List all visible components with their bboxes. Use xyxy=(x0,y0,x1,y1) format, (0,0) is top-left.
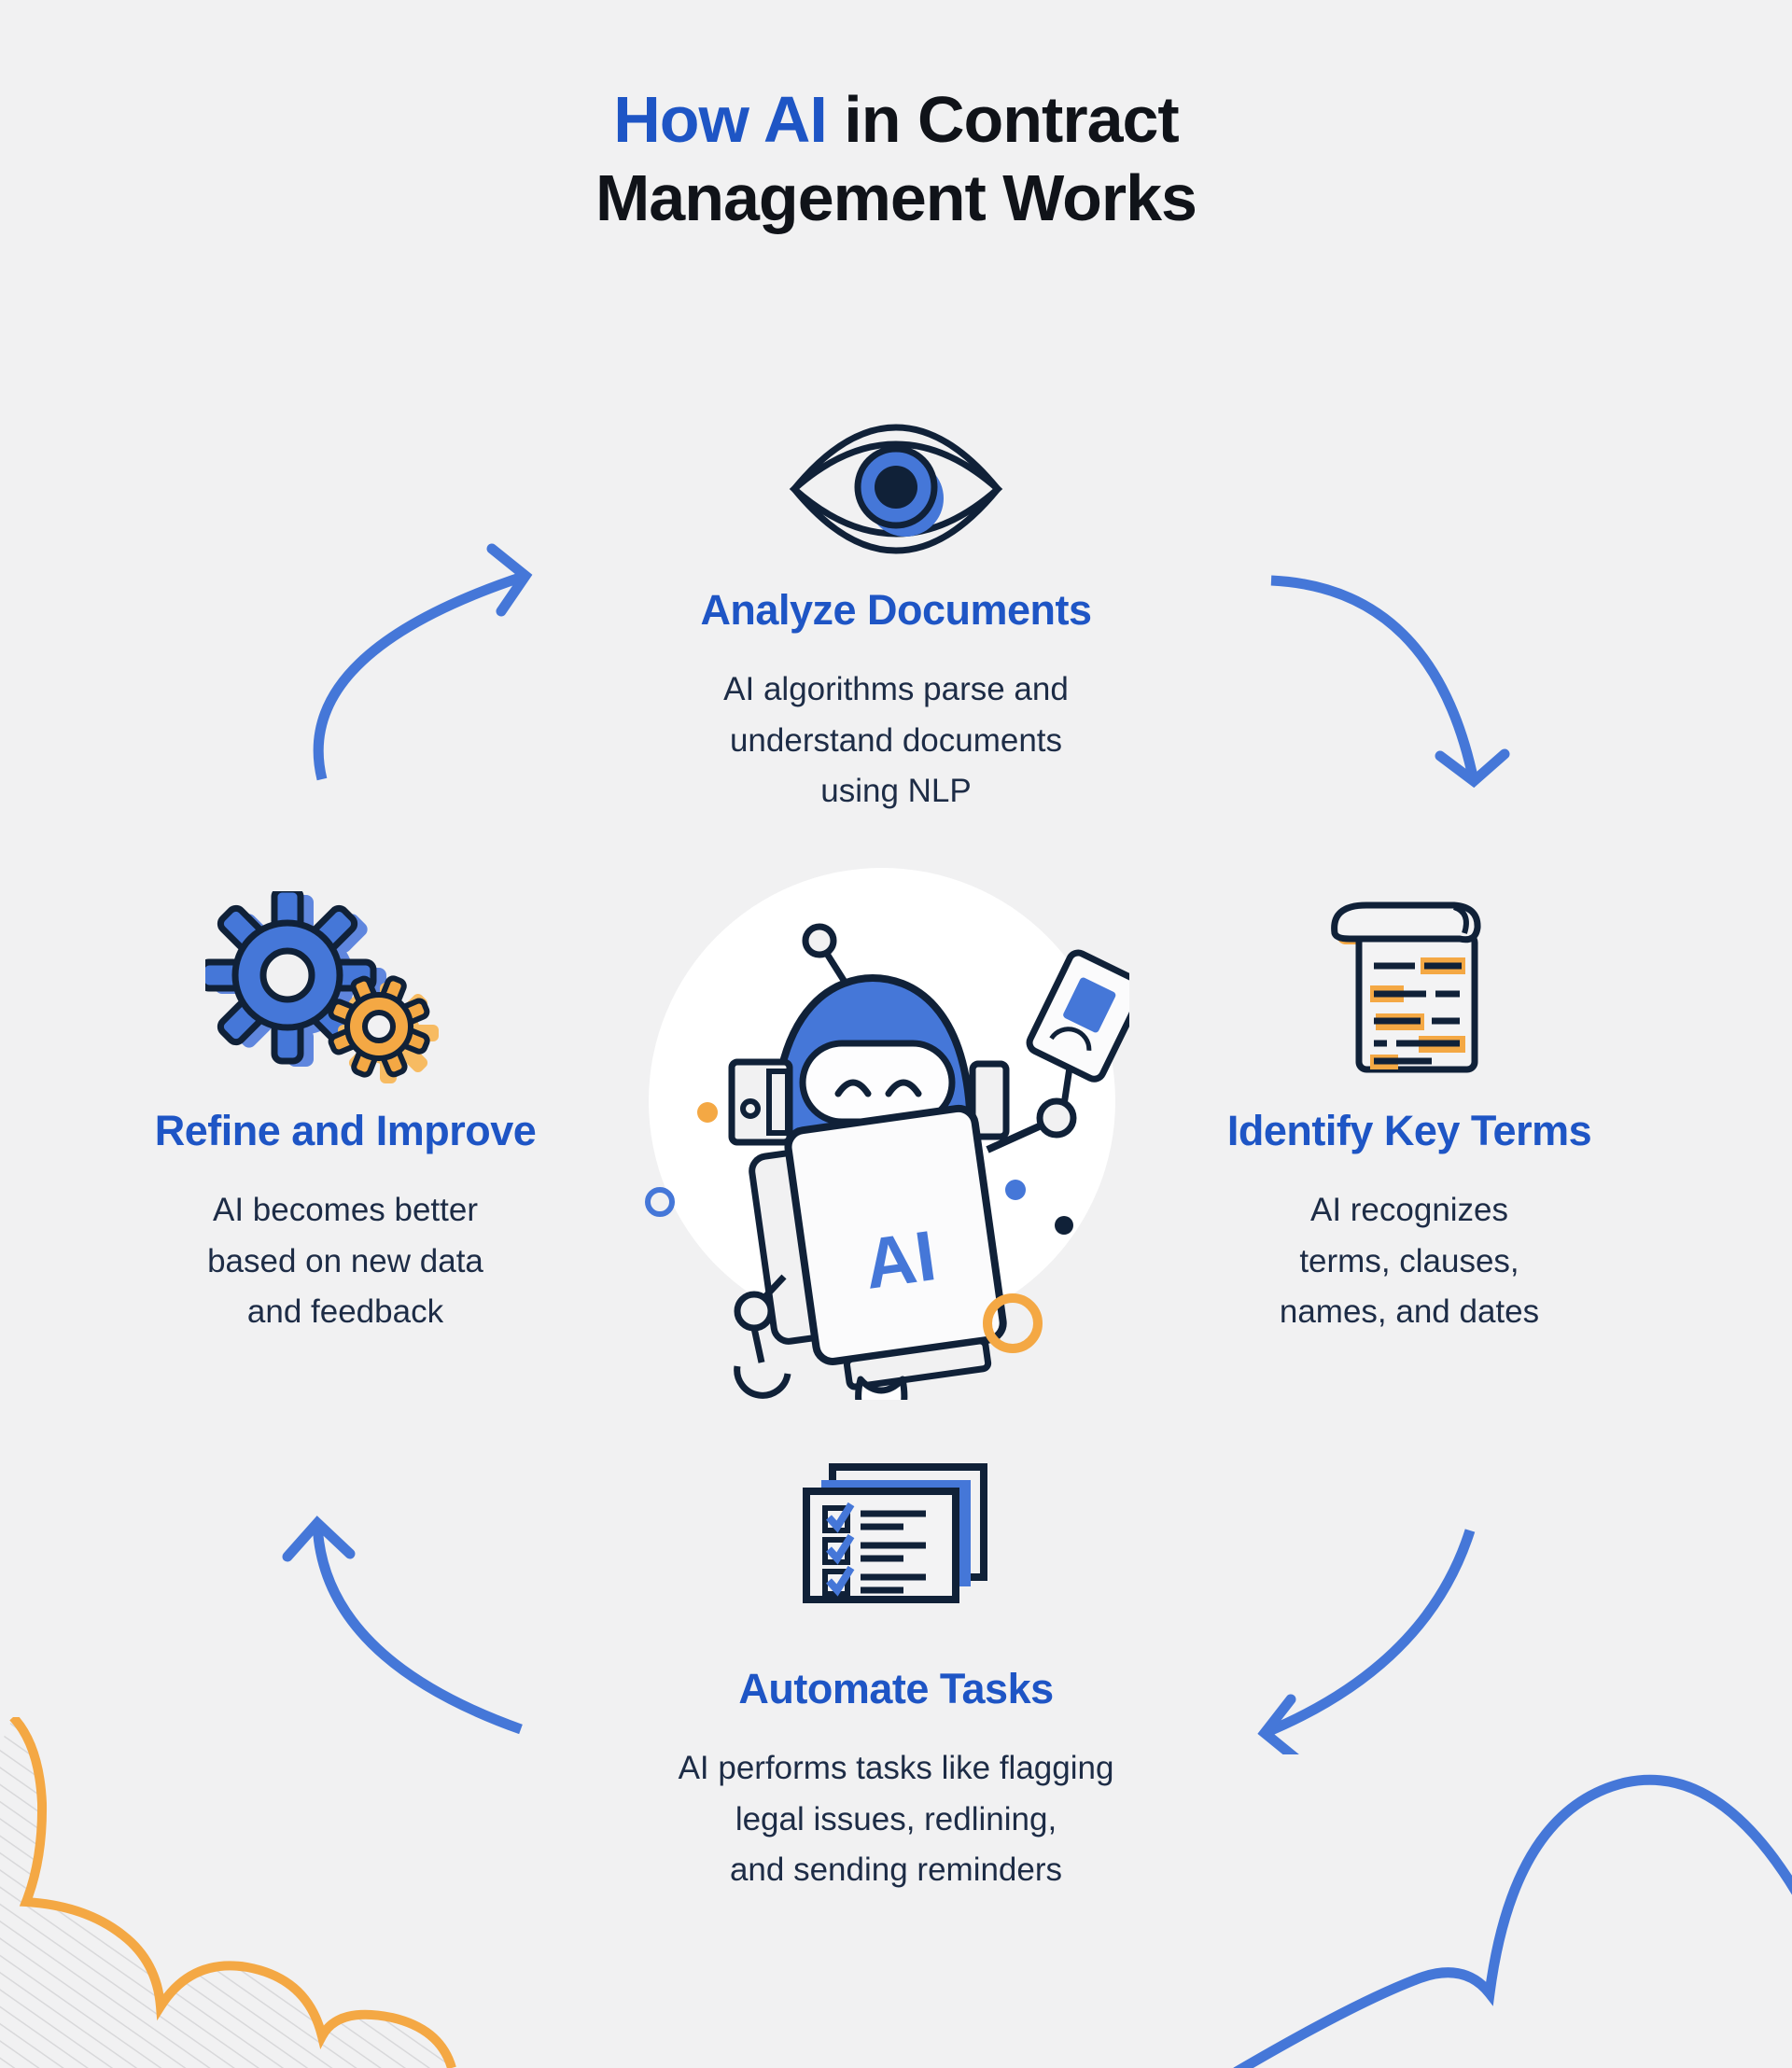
dot-blue xyxy=(1005,1180,1026,1200)
antenna-tip xyxy=(802,923,837,958)
step-heading-identify: Identify Key Terms xyxy=(1226,1107,1592,1154)
robot-eye-right xyxy=(885,1079,922,1097)
hatch-area xyxy=(0,1717,616,2068)
pupil xyxy=(875,466,917,509)
gear-large xyxy=(205,891,377,1065)
title-line1: How AI in Contract xyxy=(0,80,1792,159)
cloud-orange-outline xyxy=(9,1717,456,2068)
arrow-automate-to-refine-icon xyxy=(282,1516,523,1735)
cloud-orange-decoration xyxy=(0,1717,616,2068)
arrow-analyze-to-identify-icon xyxy=(1270,575,1510,789)
eye-icon xyxy=(789,424,1003,554)
scroll-curl xyxy=(1331,901,1481,943)
robot-ai-label: AI xyxy=(860,1216,941,1305)
step-heading-analyze: Analyze Documents xyxy=(700,586,1092,634)
arrow-refine-to-analyze-icon xyxy=(313,543,533,781)
arrow-identify-to-automate-icon xyxy=(1257,1529,1476,1754)
check-rows xyxy=(822,1502,926,1597)
robot-arm-right xyxy=(986,1120,1047,1153)
document-icon xyxy=(1331,901,1481,1073)
robot-claw xyxy=(734,1365,791,1399)
ring-orange xyxy=(983,1293,1043,1353)
step-heading-refine: Refine and Improve xyxy=(154,1107,537,1154)
robot-device xyxy=(1026,949,1129,1083)
robot-torso: AI xyxy=(749,1104,1007,1390)
ring-blue xyxy=(645,1187,675,1217)
robot-ear-right xyxy=(969,1060,1010,1140)
step-body-automate: AI performs tasks like flagging legal is… xyxy=(678,1750,1114,1889)
cloud-blue-outline xyxy=(1233,1774,1792,2068)
title-rest: in Contract xyxy=(826,83,1179,156)
step-body-identify: AI recognizes terms, clauses, names, and… xyxy=(1279,1192,1540,1331)
step-body-refine: AI becomes better based on new data and … xyxy=(207,1192,483,1331)
ai-robot-icon: AI xyxy=(645,868,1129,1400)
dot-orange xyxy=(697,1102,718,1123)
step-body-analyze: AI algorithms parse and understand docum… xyxy=(723,671,1069,810)
title-line2: Management Works xyxy=(595,161,1197,234)
cloud-blue-decoration xyxy=(1233,1774,1792,2068)
dot-navy xyxy=(1055,1216,1073,1235)
rocket-flame xyxy=(855,1376,908,1400)
page-title: How AI in Contract Management Works xyxy=(0,80,1792,237)
step-heading-automate: Automate Tasks xyxy=(738,1665,1054,1712)
robot-eye-left xyxy=(834,1079,872,1097)
gears-icon xyxy=(205,891,439,1083)
checklist-icon xyxy=(803,1463,987,1603)
gear-small xyxy=(328,975,430,1078)
title-highlight: How AI xyxy=(613,83,828,156)
